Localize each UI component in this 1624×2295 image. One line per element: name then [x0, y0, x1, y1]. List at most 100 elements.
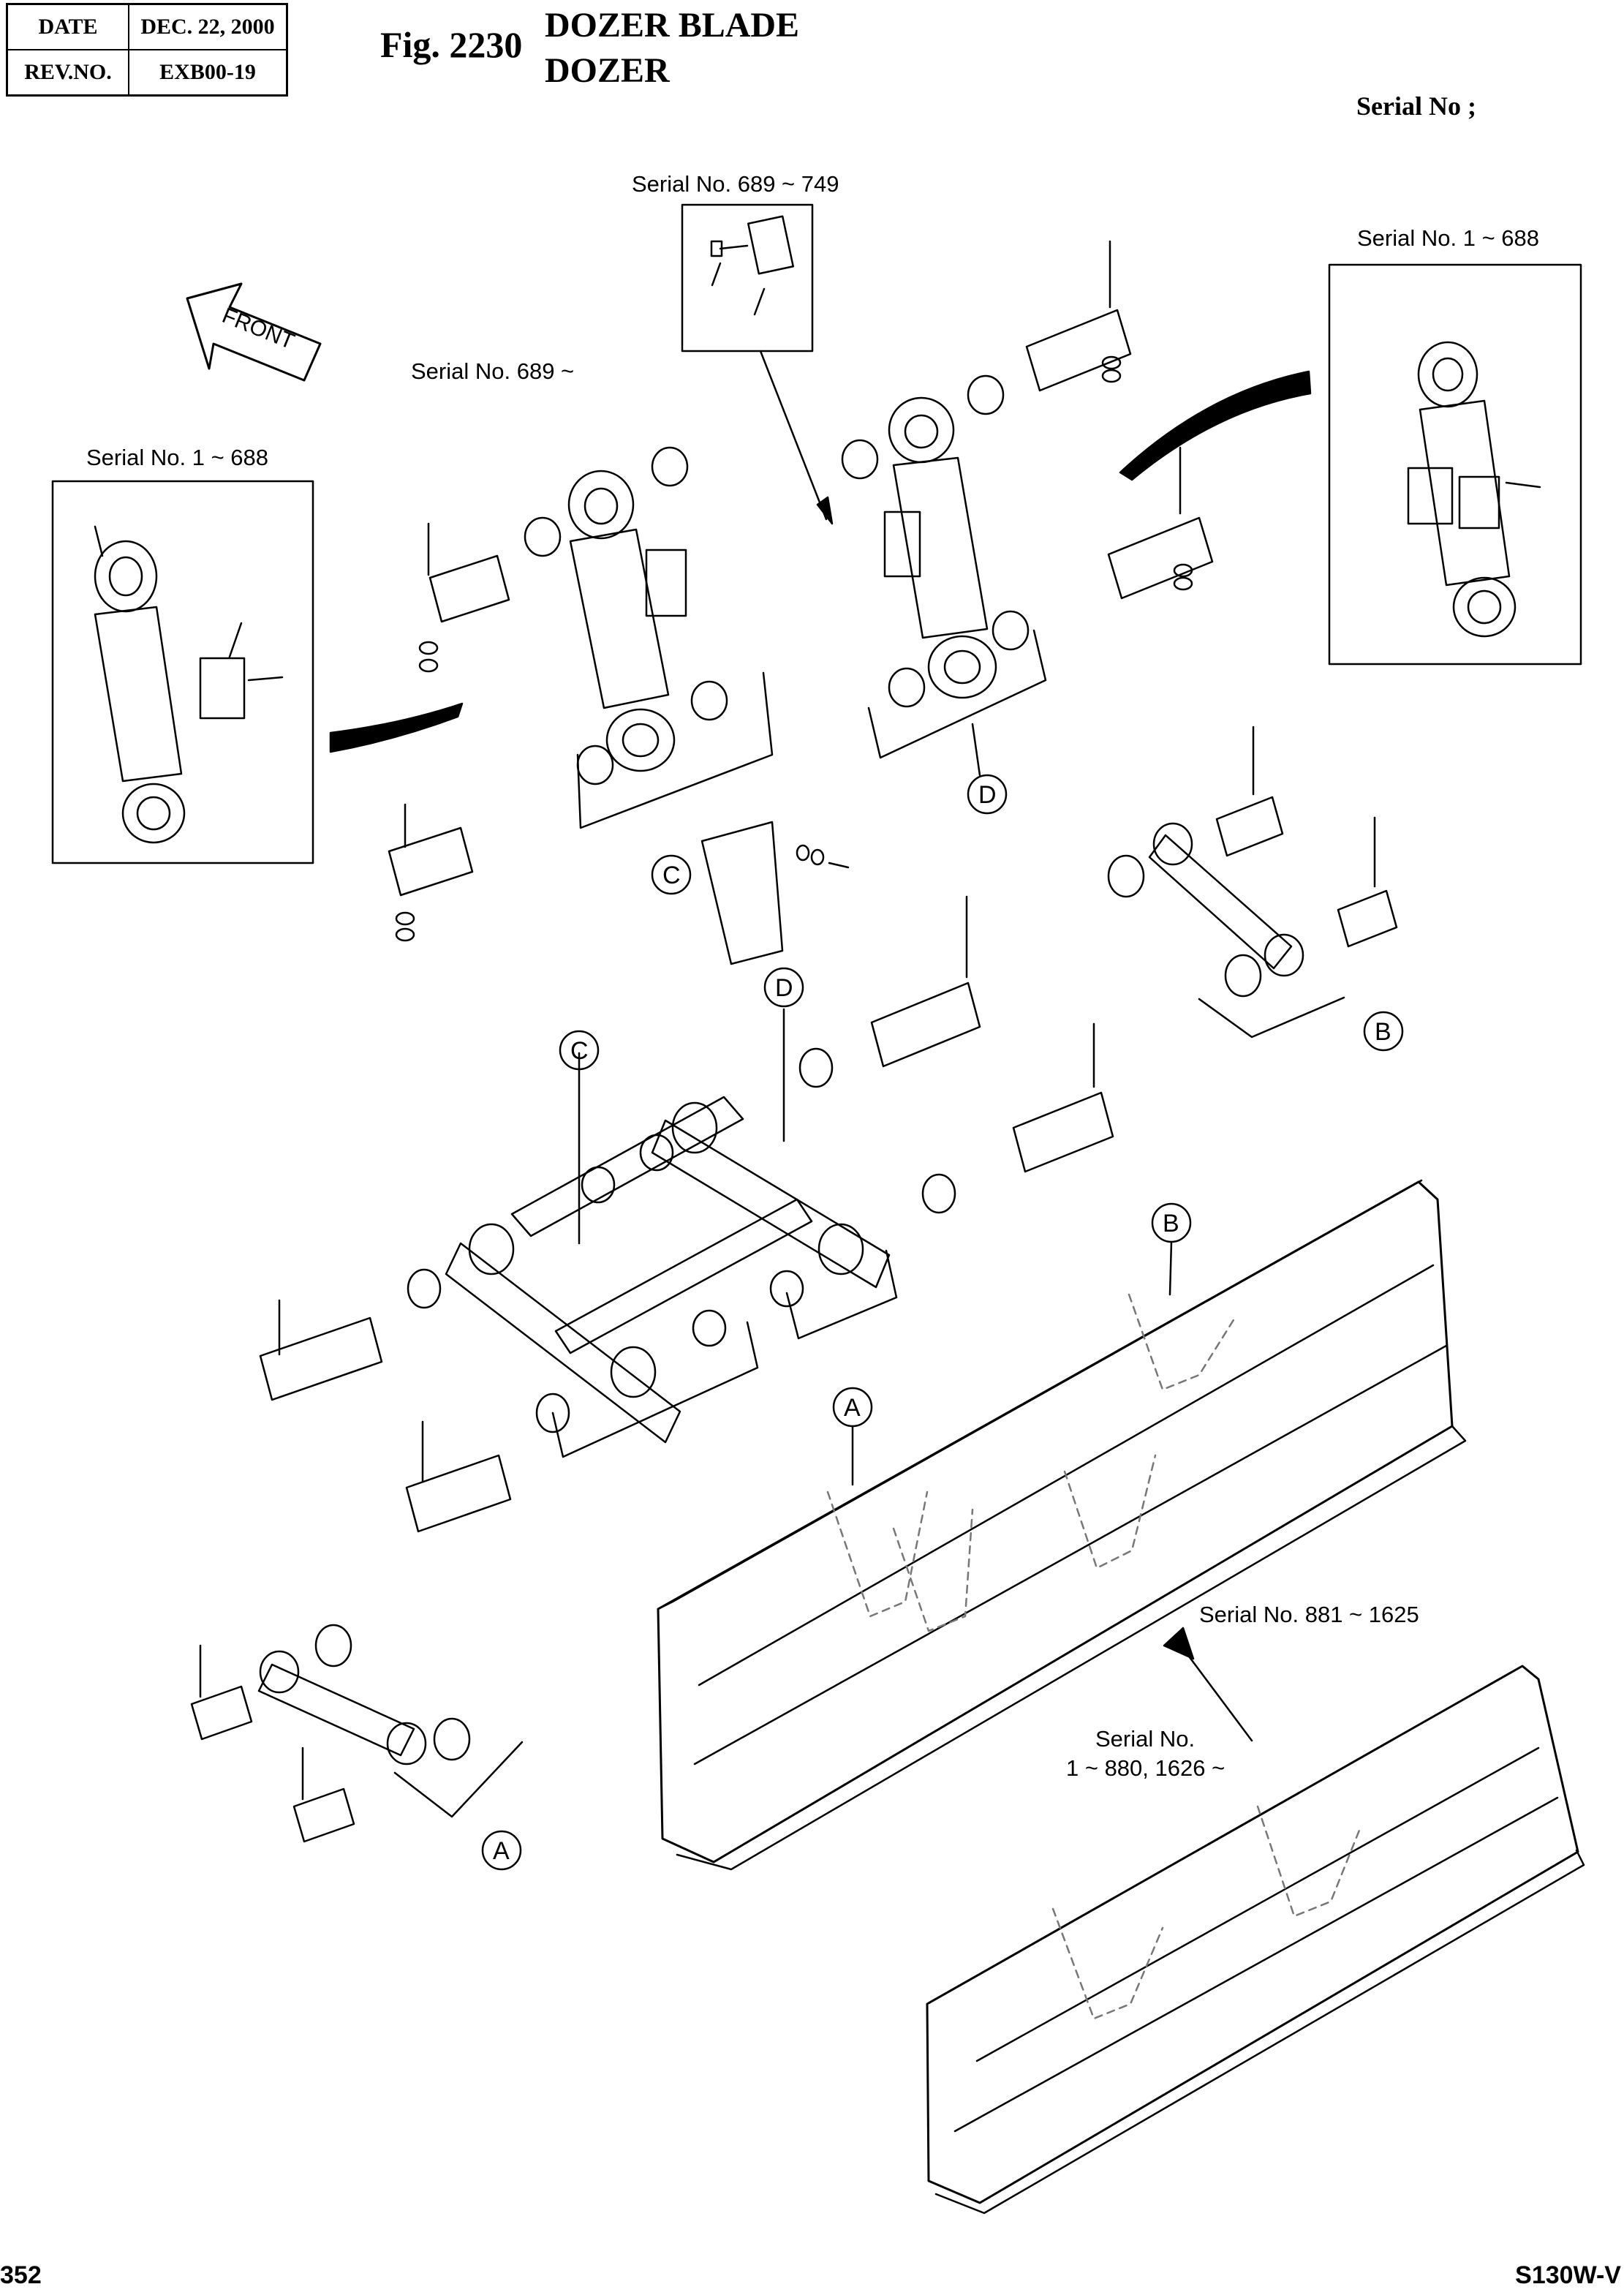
pin	[292, 1787, 355, 1843]
rod-eye	[605, 708, 676, 772]
blade-face	[657, 1180, 1454, 1863]
title-line-1: DOZER BLADE	[545, 6, 800, 45]
blade-crease	[693, 1344, 1448, 1765]
bolt-head	[710, 240, 723, 257]
page-number: 352	[0, 2261, 42, 2289]
label-c-center: C	[559, 1030, 600, 1071]
label-b-link-text: B	[1375, 1018, 1391, 1046]
rod-eye-bore	[622, 723, 660, 758]
pin	[1012, 1091, 1114, 1173]
bracket-line-c	[576, 671, 774, 829]
cylinder-assembly-689: Serial No. 689 ~	[388, 358, 850, 965]
inset-right-serial-1-688: Serial No. 1 ~ 688	[1328, 225, 1582, 666]
label-d-center-text: D	[775, 974, 793, 1002]
cylinder-689-label: Serial No. 689 ~	[411, 358, 574, 384]
secondary-blade-label-line1: Serial No.	[1095, 1726, 1195, 1752]
title-line-2: DOZER	[545, 51, 670, 90]
bushing	[769, 1270, 804, 1308]
pin	[870, 981, 981, 1068]
valve-block	[199, 657, 246, 720]
rod-eye	[121, 783, 186, 844]
label-a-blade: A	[832, 1387, 873, 1428]
seal-ring	[798, 1047, 834, 1088]
blade-top-edge	[657, 1179, 1423, 1610]
label-leader	[1168, 1240, 1173, 1296]
dozer-link-frame	[259, 895, 1114, 1533]
seal-ring	[314, 1624, 352, 1667]
revision-table: DATE DEC. 22, 2000 REV.NO. EXB00-19	[6, 3, 288, 97]
seal-ring	[651, 446, 689, 487]
bushing	[639, 1134, 674, 1172]
link-eye	[259, 1650, 300, 1694]
cover-plate	[700, 821, 784, 965]
valve-block	[1407, 467, 1454, 525]
rod-eye-bore	[943, 649, 981, 685]
bracket-line	[551, 1321, 759, 1458]
blade-cutting-edge	[676, 1425, 1467, 1871]
cylinder-eye	[1417, 341, 1478, 408]
pin	[1107, 516, 1214, 600]
cylinder-assembly-middle-right	[841, 240, 1214, 777]
bushing	[581, 1166, 616, 1204]
frame-bore	[817, 1223, 864, 1275]
frame-bore	[671, 1101, 718, 1154]
curved-transition-arrow-left	[329, 702, 464, 753]
rev-value: EXB00-19	[128, 49, 288, 97]
model-code: S130W-V	[1515, 2261, 1621, 2289]
rod-eye-bore	[1467, 589, 1502, 625]
nut	[395, 911, 415, 926]
nut	[418, 641, 439, 655]
bushing-ring	[888, 667, 926, 708]
seal-ring	[921, 1173, 956, 1214]
dozer-blade-main	[657, 1179, 1467, 1871]
rod-eye-bore	[136, 796, 171, 831]
link-arm	[257, 1663, 415, 1757]
valve-bolt	[247, 676, 284, 682]
cylinder-eye	[888, 396, 955, 464]
figure-title: DOZER BLADE DOZER	[545, 3, 799, 94]
cylinder-eye	[567, 470, 635, 540]
bracket-plate	[747, 215, 795, 275]
inset-left-label: Serial No. 1 ~ 688	[86, 445, 268, 470]
curved-transition-arrow-right	[1119, 370, 1312, 481]
label-d-upper-text: D	[978, 781, 997, 809]
leader-line	[753, 287, 766, 316]
pointer-line	[1177, 1641, 1253, 1742]
seal-ring	[841, 439, 879, 480]
valve-block	[1458, 475, 1500, 530]
nut	[1173, 576, 1193, 591]
secondary-blade-label-line2: 1 ~ 880, 1626 ~	[1066, 1755, 1225, 1781]
link-arm	[1148, 834, 1293, 970]
link-eye	[1264, 933, 1304, 977]
inset-box	[1328, 263, 1582, 666]
label-a-link-text: A	[493, 1837, 510, 1865]
label-c-center-text: C	[570, 1037, 589, 1065]
bracket-line	[785, 1249, 898, 1340]
pin	[190, 1685, 253, 1741]
frame-cross-tube	[554, 1198, 813, 1354]
front-direction-arrow: FRONT	[186, 282, 322, 382]
figure-number: Fig. 2230	[380, 24, 523, 65]
seal-ring	[967, 374, 1005, 415]
leader-line	[228, 622, 243, 658]
nut	[1101, 355, 1122, 370]
seal-ring	[407, 1268, 442, 1309]
bushing-ring	[690, 680, 728, 721]
link-b-assembly	[1107, 726, 1398, 1039]
frame-cross-tube	[510, 1096, 744, 1237]
label-d-center: D	[763, 967, 804, 1008]
cylinder-eye-bore	[108, 556, 143, 597]
leader-line	[971, 723, 981, 777]
bushing	[692, 1309, 727, 1347]
blade-face	[926, 1665, 1579, 2204]
pin	[405, 1454, 512, 1533]
seal-ring	[1107, 854, 1145, 898]
rev-label: REV.NO.	[6, 49, 129, 97]
dozer-blade-secondary: Serial No. 881 ~ 1625 Serial No. 1 ~ 880…	[926, 1602, 1585, 2215]
cylinder-eye	[94, 540, 158, 613]
label-b-blade-text: B	[1163, 1210, 1179, 1237]
pin	[1025, 309, 1132, 392]
valve-bolt	[1505, 481, 1541, 489]
bracket-line-b	[1198, 996, 1345, 1039]
washer	[810, 848, 825, 866]
